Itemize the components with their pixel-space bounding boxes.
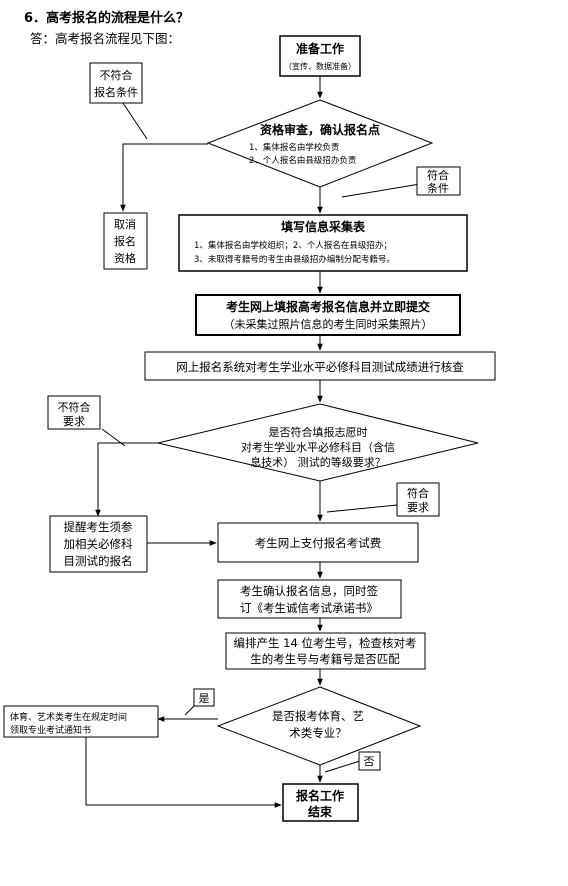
pass2-line-2: 要求	[407, 501, 429, 514]
node-decision3	[216, 686, 422, 766]
box-fail1	[89, 62, 143, 104]
answer-intro: 答：高考报名流程见下图：	[30, 31, 181, 46]
review-item-2: 2、个人报名由县级招办负责	[249, 155, 357, 166]
prepare-title: 准备工作	[296, 41, 344, 56]
review-item-1: 1、集体报名由学校负责	[249, 142, 340, 153]
end-line-2: 结束	[308, 804, 333, 819]
fail2-line-2: 要求	[63, 415, 85, 428]
box-no	[358, 751, 381, 771]
node-cancel	[103, 212, 148, 270]
decision2-line-1: 是否符合填报志愿时	[269, 425, 368, 439]
box-pass2	[396, 482, 440, 517]
pass2-line-1: 符合	[407, 486, 429, 500]
node-end	[282, 783, 359, 822]
review-title: 资格审查，确认报名点	[260, 122, 380, 137]
form-title: 填写信息采集表	[281, 219, 366, 234]
pass1-line-2: 条件	[427, 181, 449, 195]
cancel-line-1: 取消	[114, 217, 136, 231]
remind-line-1: 提醒考生须参	[64, 520, 133, 534]
arrow-review-cancel	[120, 143, 208, 212]
decision3-line-2: 术类专业？	[289, 726, 347, 740]
number-line-2: 生的考生号与考籍号是否匹配	[250, 652, 400, 666]
art-line-1: 体育、艺术类考生在规定时间	[10, 711, 127, 723]
node-pay	[217, 522, 419, 563]
node-review-decision	[206, 99, 434, 188]
decision3-line-1: 是否报考体育、艺	[272, 709, 364, 723]
confirm-line-1: 考生确认报名信息，同时签	[240, 584, 378, 598]
online-title: 考生网上填报高考报名信息并立即提交	[226, 299, 430, 314]
cancel-line-2: 报名	[114, 234, 136, 248]
check-text: 网上报名系统对考生学业水平必修科目测试成绩进行核查	[176, 360, 464, 374]
node-form	[178, 214, 468, 272]
node-prepare	[279, 35, 361, 77]
yes-label: 是	[199, 692, 210, 705]
node-remind	[49, 515, 148, 573]
callout-yes	[184, 704, 196, 716]
arrow-decision2-remind	[95, 442, 158, 517]
number-line-1: 编排产生 14 位考生号，检查核对考	[234, 636, 417, 650]
box-fail2	[47, 395, 101, 430]
box-yes	[193, 688, 215, 707]
callout-fail2	[101, 428, 126, 447]
form-item-1: 1、集体报名由学校组织；2、个人报名在县级招办；	[194, 240, 392, 251]
decision2-line-2: 对考生学业水平必修科目（含信	[241, 440, 395, 454]
decision2-line-3: 息技术） 测试的等级要求？	[250, 455, 386, 469]
callout-pass2	[326, 504, 398, 513]
remind-line-2: 加相关必修科	[64, 537, 133, 551]
node-confirm	[217, 579, 402, 619]
online-sub: （未采集过照片信息的考生同时采集照片）	[224, 317, 433, 331]
confirm-line-2: 订《考生诚信考试承诺书》	[240, 601, 378, 615]
prepare-sub: （宣传、数据准备）	[284, 61, 356, 71]
callout-no	[324, 760, 361, 773]
fail2-line-1: 不符合	[58, 400, 91, 414]
pass1-line-1: 符合	[427, 168, 449, 182]
arrow-art-end	[85, 737, 282, 808]
end-line-1: 报名工作	[296, 788, 344, 803]
remind-line-3: 目测试的报名	[64, 554, 133, 568]
box-pass1	[416, 166, 461, 196]
node-check	[144, 351, 496, 381]
callout-fail1	[122, 102, 148, 140]
connectors	[85, 76, 439, 808]
no-label: 否	[364, 755, 375, 768]
form-item-2: 3、未取得考籍号的考生由县级招办编制分配考籍号。	[194, 254, 395, 265]
cancel-line-3: 资格	[114, 251, 136, 265]
node-art	[3, 705, 159, 738]
node-decision2	[157, 403, 479, 482]
pay-text: 考生网上支付报名考试费	[255, 536, 382, 550]
page-heading: 6．高考报名的流程是什么？	[24, 11, 190, 26]
art-line-2: 领取专业考试通知书	[10, 724, 91, 736]
node-number	[225, 632, 426, 670]
node-online	[195, 294, 461, 336]
fail1-line-1: 不符合	[100, 68, 133, 82]
fail1-line-2: 报名条件	[94, 85, 138, 99]
